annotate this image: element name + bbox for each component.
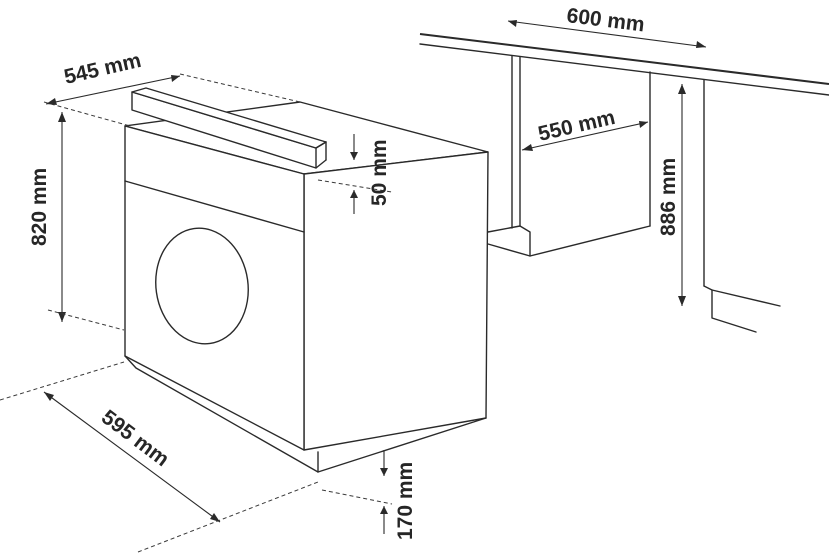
niche-height-label: 886 mm: [657, 158, 680, 236]
machine-depth-dimension: [43, 73, 301, 127]
machine-height-label: 820 mm: [28, 168, 51, 246]
machine-depth-label: 545 mm: [62, 49, 143, 89]
plinth-height-label: 170 mm: [394, 462, 417, 540]
niche-height-dimension: [678, 84, 686, 306]
niche-depth-dimension: [521, 121, 649, 151]
niche-width-label: 600 mm: [565, 4, 645, 36]
top-clearance-label: 50 mm: [368, 139, 391, 206]
machine-height-dimension: [47, 112, 125, 331]
machine-width-dimension: [0, 361, 319, 553]
machine-width-label: 595 mm: [97, 406, 173, 471]
washing-machine: [124, 87, 489, 473]
plinth-height-dimension: [321, 450, 393, 534]
niche-width-dimension: [507, 20, 707, 48]
top-clearance-dimension: [317, 134, 393, 214]
niche-depth-label: 550 mm: [536, 106, 617, 146]
